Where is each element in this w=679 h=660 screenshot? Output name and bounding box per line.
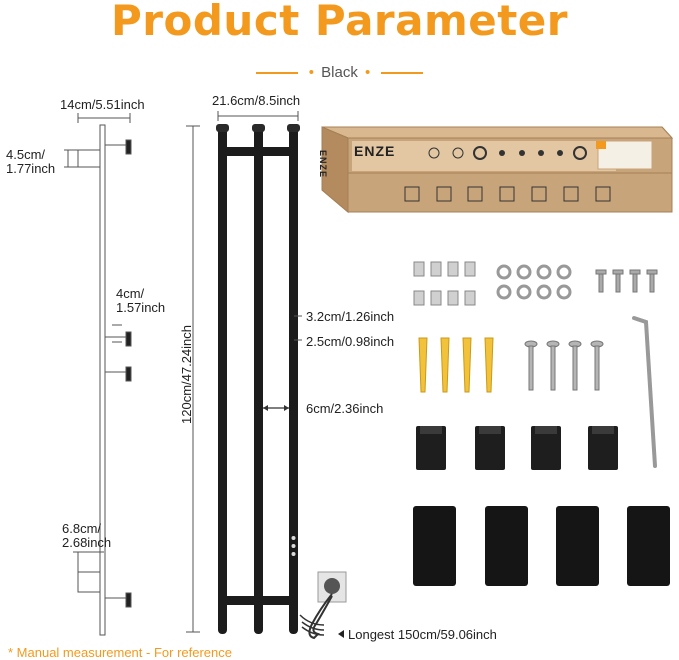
- side-view: [64, 113, 132, 636]
- dim-bottom-gap: 6.8cm/ 2.68inch: [62, 522, 111, 550]
- dim-bottom-gap-in: 2.68inch: [62, 535, 112, 550]
- dim-hook-height-in: 1.77inch: [6, 161, 56, 176]
- dim-total-height: 120cm/47.24inch: [179, 324, 194, 424]
- dot-left: •: [308, 64, 314, 81]
- page-title: Product Parameter: [111, 0, 568, 45]
- color-label: Black: [321, 64, 358, 81]
- dim-cord-length: Longest 150cm/59.06inch: [348, 627, 497, 642]
- dim-hook-height: 4.5cm/ 1.77inch: [6, 148, 55, 176]
- dim-hook-spacing-in: 1.57inch: [116, 300, 166, 315]
- dim-bar-diameter: 2.5cm/0.98inch: [306, 334, 395, 349]
- box-brand: ENZE: [354, 143, 396, 159]
- dim-hook-spacing-cm: 4cm/: [116, 286, 145, 301]
- divider-left: [255, 72, 298, 75]
- hardware-kit: [413, 261, 670, 586]
- divider-right: [381, 72, 424, 75]
- dim-bar-gap: 3.2cm/1.26inch: [306, 309, 395, 324]
- package-box: [321, 126, 674, 214]
- dim-total-width: 21.6cm/8.5inch: [212, 93, 301, 108]
- box-brand-side: ENZE: [318, 150, 328, 179]
- dim-bracket-width: 14cm/5.51inch: [60, 97, 145, 112]
- dot-right: •: [365, 64, 371, 81]
- dim-bar-spacing: 6cm/2.36inch: [306, 401, 384, 416]
- color-subtitle: • Black •: [0, 64, 679, 81]
- dim-hook-spacing: 4cm/ 1.57inch: [116, 287, 165, 315]
- front-view: [186, 111, 347, 640]
- dim-hook-height-cm: 4.5cm/: [6, 147, 46, 162]
- dim-bottom-gap-cm: 6.8cm/: [62, 521, 102, 536]
- footer-note: * Manual measurement - For reference: [8, 645, 232, 660]
